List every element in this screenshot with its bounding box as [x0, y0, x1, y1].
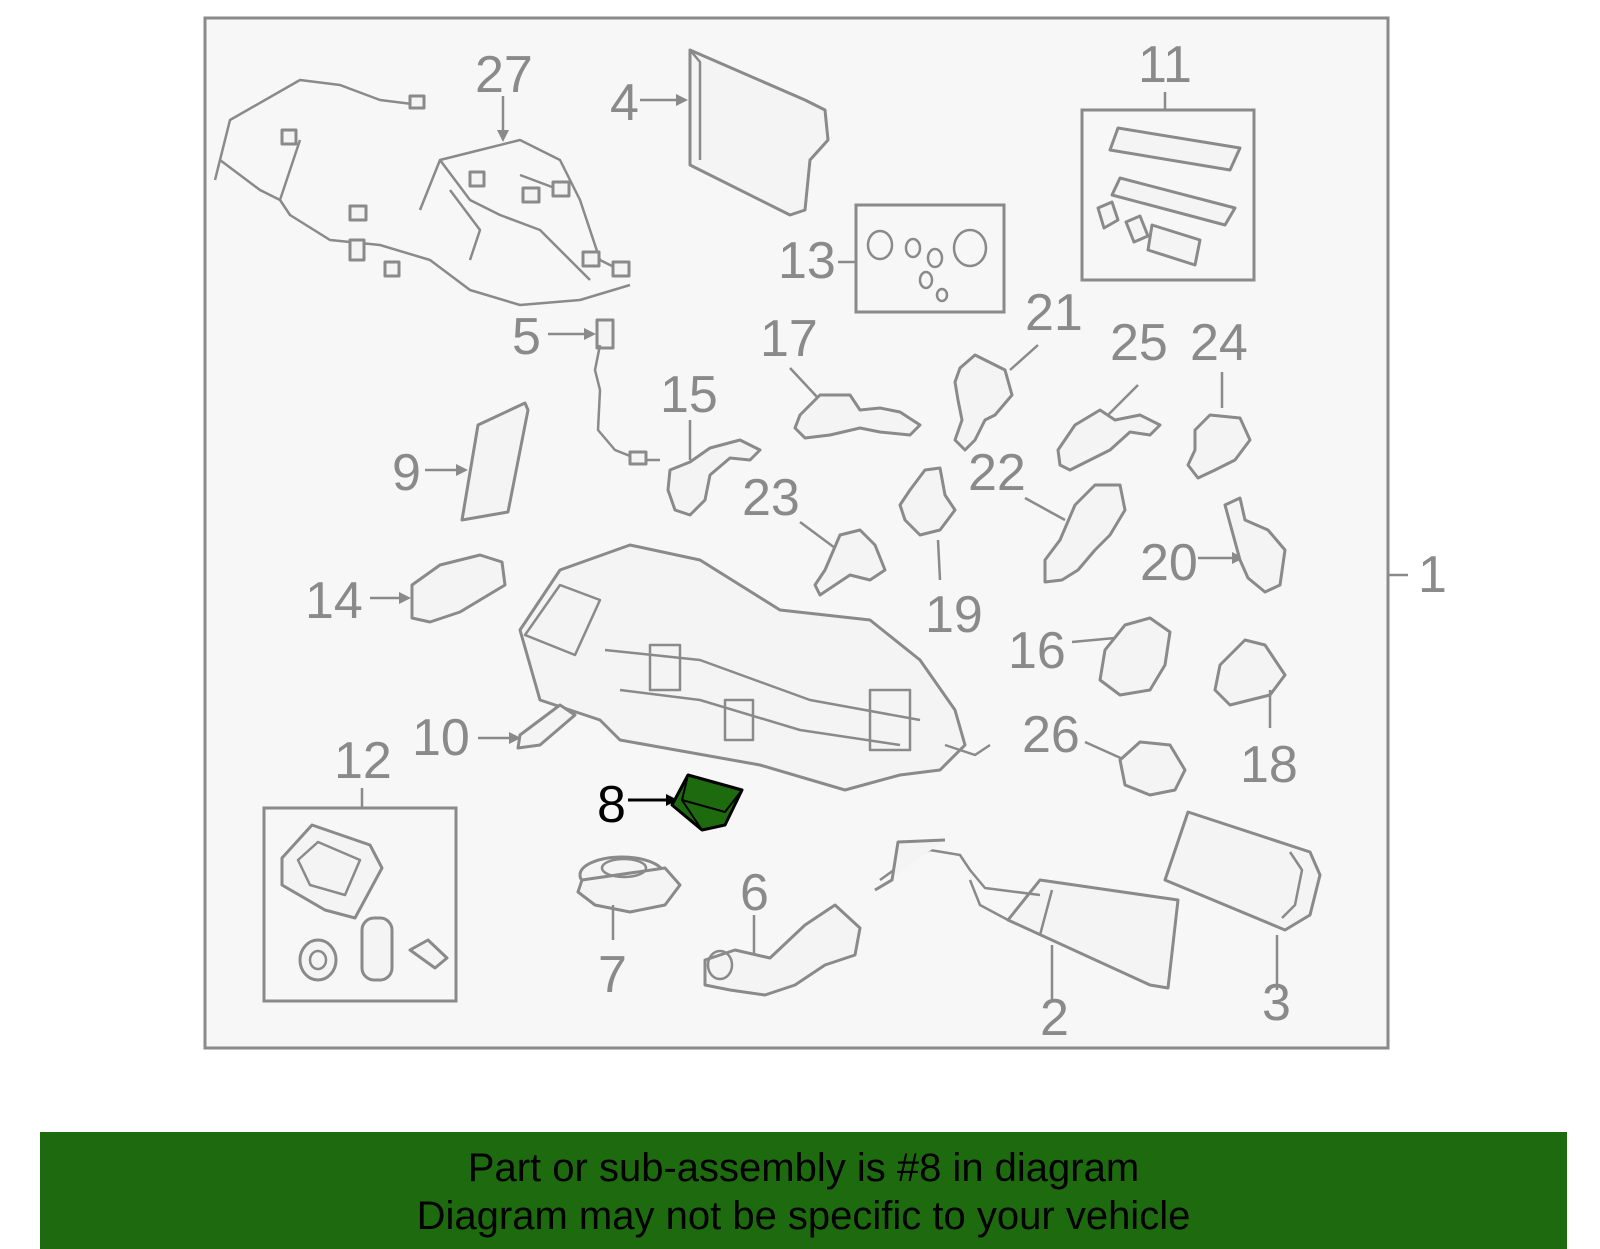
label-5: 5	[512, 308, 541, 366]
label-25: 25	[1110, 314, 1168, 372]
part-19-actuator[interactable]	[898, 466, 957, 537]
label-4: 4	[610, 74, 639, 132]
label-8: 8	[597, 776, 626, 834]
part-info-banner: Part or sub-assembly is #8 in diagram Di…	[40, 1132, 1567, 1249]
part-16-actuator[interactable]	[1098, 616, 1172, 697]
part-22-actuator[interactable]	[1043, 483, 1127, 584]
label-3: 3	[1262, 974, 1291, 1032]
label-22: 22	[968, 444, 1026, 502]
part-12-seals	[280, 823, 449, 982]
part-7-blower-motor[interactable]	[576, 855, 682, 914]
label-7: 7	[598, 946, 627, 1004]
label-9: 9	[392, 444, 421, 502]
part-13-orings	[866, 228, 988, 303]
label-13: 13	[778, 232, 836, 290]
part-24-actuator[interactable]	[1186, 413, 1252, 480]
part-26-actuator[interactable]	[1118, 740, 1187, 797]
part-9-cabin-filter[interactable]	[460, 401, 530, 522]
part-11-kit-box[interactable]	[1080, 108, 1256, 282]
label-16: 16	[1008, 622, 1066, 680]
part-25-actuator[interactable]	[1056, 408, 1162, 472]
label-11: 11	[1138, 36, 1192, 94]
part-14-duct[interactable]	[410, 553, 507, 624]
part-11-filters	[1096, 126, 1242, 267]
label-27: 27	[475, 46, 533, 104]
label-10: 10	[412, 709, 470, 767]
label-1: 1	[1418, 546, 1447, 604]
part-5-sensor[interactable]	[593, 318, 660, 466]
part-23-actuator[interactable]	[813, 528, 887, 597]
part-27-wiring-harness[interactable]	[213, 78, 631, 307]
label-23: 23	[742, 469, 800, 527]
part-12-kit-box[interactable]	[262, 806, 458, 1003]
part-17-actuator[interactable]	[793, 393, 922, 440]
label-15: 15	[660, 366, 718, 424]
part-6-duct[interactable]	[703, 903, 862, 997]
label-20: 20	[1140, 534, 1198, 592]
part-10-seal[interactable]	[516, 703, 577, 750]
part-3-heater-core[interactable]	[1163, 810, 1322, 932]
label-2: 2	[1040, 989, 1069, 1047]
label-6: 6	[740, 864, 769, 922]
label-18: 18	[1240, 736, 1298, 794]
label-12: 12	[334, 732, 392, 790]
part-4-evaporator[interactable]	[688, 48, 830, 217]
label-24: 24	[1190, 314, 1248, 372]
label-14: 14	[305, 572, 363, 630]
banner-line-2: Diagram may not be specific to your vehi…	[416, 1194, 1191, 1238]
label-26: 26	[1022, 706, 1080, 764]
part-13-oring-kit-box[interactable]	[854, 203, 1006, 314]
label-21: 21	[1025, 284, 1083, 342]
hvac-case-assembly	[518, 543, 991, 792]
part-15-actuator[interactable]	[666, 438, 762, 517]
banner-line-1: Part or sub-assembly is #8 in diagram	[467, 1146, 1140, 1190]
part-2-heater-core[interactable]	[874, 838, 1180, 990]
part-20-actuator[interactable]	[1223, 496, 1287, 594]
label-19: 19	[925, 586, 983, 644]
part-21-actuator[interactable]	[953, 353, 1014, 452]
label-17: 17	[760, 310, 818, 368]
part-8-highlighted[interactable]	[670, 773, 744, 832]
